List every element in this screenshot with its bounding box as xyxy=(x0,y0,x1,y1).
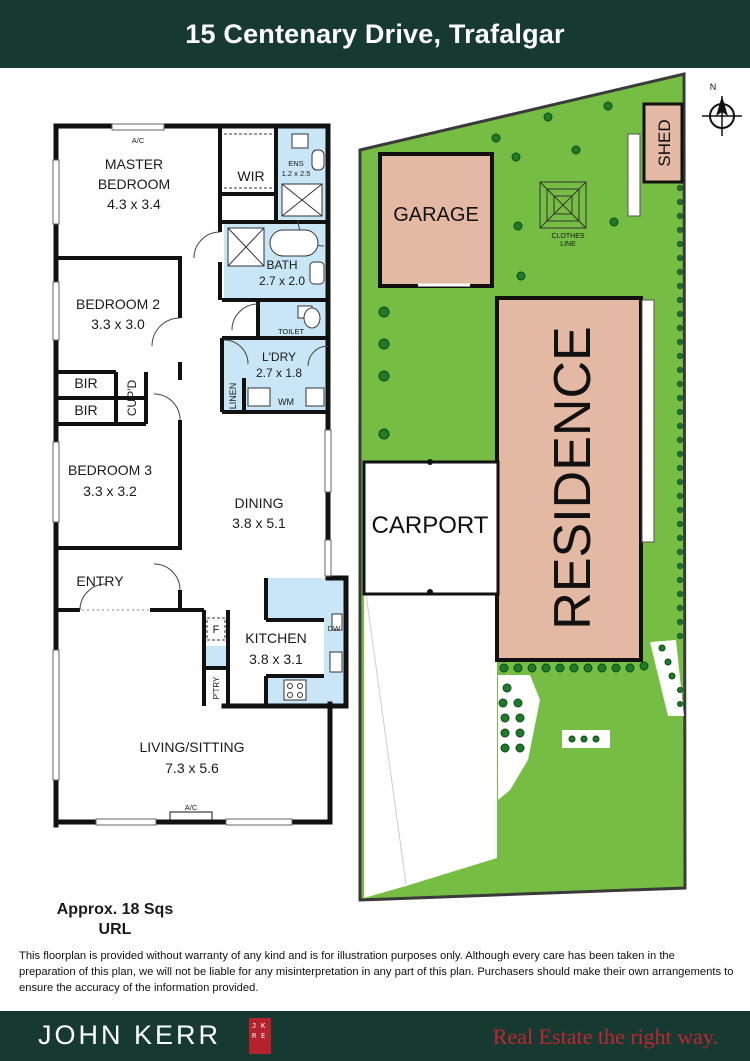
property-plan: MASTER BEDROOM 4.3 x 3.4 WIR BATH 2.7 x … xyxy=(52,72,742,902)
dining-dims: 3.8 x 5.1 xyxy=(232,515,286,531)
brand-logo-icon: J K R E xyxy=(249,1018,271,1054)
garage-label: GARAGE xyxy=(393,204,479,226)
bath-dims: 2.7 x 2.0 xyxy=(259,274,305,288)
living-dims: 7.3 x 5.6 xyxy=(165,760,219,776)
bedroom-2-dims: 3.3 x 3.0 xyxy=(91,316,145,332)
ensuite-dims: 1.2 x 2.5 xyxy=(282,169,311,178)
washing-machine-label: WM xyxy=(278,397,294,407)
title-banner: 15 Centenary Drive, Trafalgar xyxy=(0,0,750,68)
toilet-label: TOILET xyxy=(278,327,305,336)
dining-label: DINING xyxy=(235,495,284,511)
bir-2-label: BIR xyxy=(74,402,97,418)
kitchen-dims: 3.8 x 3.1 xyxy=(249,651,303,667)
floor-plan: MASTER BEDROOM 4.3 x 3.4 WIR BATH 2.7 x … xyxy=(52,123,349,828)
ac-bottom-label: A/C xyxy=(185,803,198,812)
kitchen-label: KITCHEN xyxy=(245,630,306,646)
master-bedroom-dims: 4.3 x 3.4 xyxy=(107,196,161,212)
master-bedroom-label-2: BEDROOM xyxy=(98,176,170,192)
bir-1-label: BIR xyxy=(74,375,97,391)
floor-area: Approx. 18 Sqs URL xyxy=(40,900,190,940)
living-label: LIVING/SITTING xyxy=(139,739,244,755)
linen-label: LINEN xyxy=(228,383,238,410)
footer-bar xyxy=(0,1011,750,1061)
north-label: N xyxy=(710,82,717,92)
floor-area-label: Approx. 18 Sqs xyxy=(56,901,174,918)
floor-area-url: URL xyxy=(98,921,132,938)
north-arrow-icon xyxy=(702,96,742,136)
shed-building xyxy=(642,102,684,184)
bath-label: BATH xyxy=(266,258,297,272)
disclaimer-text: This floorplan is provided without warra… xyxy=(19,950,734,994)
carport-label: CARPORT xyxy=(372,512,489,539)
residence-building xyxy=(495,296,643,662)
ensuite-label: ENS xyxy=(288,159,303,168)
page-title: 15 Centenary Drive, Trafalgar xyxy=(185,18,565,49)
bedroom-3-dims: 3.3 x 3.2 xyxy=(83,483,137,499)
ac-top-label: A/C xyxy=(132,136,145,145)
bedroom-2-label: BEDROOM 2 xyxy=(76,296,160,312)
cupboard-label: CUP'D xyxy=(125,380,139,417)
fridge-label: F xyxy=(213,624,220,636)
brand-tagline: Real Estate the right way. xyxy=(492,1024,718,1049)
pantry-label: P'TRY xyxy=(212,676,221,699)
clothesline-icon xyxy=(539,181,587,229)
laundry-dims: 2.7 x 1.8 xyxy=(256,366,302,380)
bedroom-3-label: BEDROOM 3 xyxy=(68,462,152,478)
dishwasher-label: DW xyxy=(328,624,341,633)
site-plan: GARAGE SHED CLOTHES LINE RESIDENCE CARPO… xyxy=(358,72,742,902)
master-bedroom-label: MASTER xyxy=(105,156,163,172)
shed-label: SHED xyxy=(655,119,674,166)
wir-label: WIR xyxy=(237,168,264,184)
laundry-label: L'DRY xyxy=(262,350,296,364)
clothesline-label: CLOTHES xyxy=(551,233,584,240)
brand-name: JOHN KERR xyxy=(38,1020,222,1050)
residence-label: RESIDENCE xyxy=(544,326,602,629)
clothesline-label-2: LINE xyxy=(560,241,576,248)
entry-label: ENTRY xyxy=(76,573,124,589)
